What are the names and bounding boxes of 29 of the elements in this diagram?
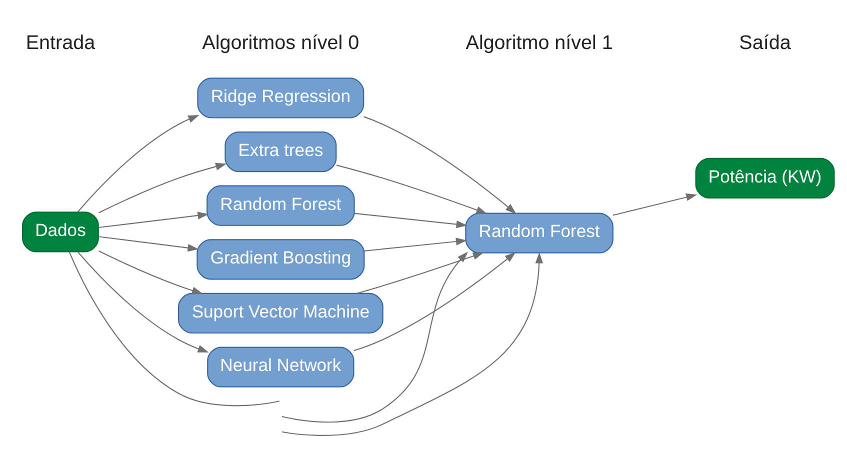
node-box: Ridge Regression [196,77,364,118]
arrow [364,237,466,251]
node-box: Potência (KW) [694,157,834,198]
label: Saída [738,31,790,54]
node-box: Gradient Boosting [196,238,364,280]
label: Algoritmo nível 1 [465,31,612,54]
arrow [353,252,516,351]
node-box: Random Forest [464,212,613,253]
arrow [77,251,208,352]
arrow [356,252,484,294]
arrow [98,250,202,294]
connector [68,251,279,406]
node-box: Neural Network [206,346,354,387]
arrow [336,164,487,214]
node-box: Suport Vector Machine [177,292,383,334]
node-box: Dados [22,211,98,252]
node-box: Random Forest [206,184,354,226]
arrow [363,116,516,214]
node-box: Extra trees [224,130,336,172]
arrow [612,192,697,216]
arrow [354,212,467,228]
arrow [281,252,542,436]
arrow [98,162,226,213]
label: Algoritmos nível 0 [202,31,359,54]
arrow [98,236,198,252]
arrow [281,251,468,422]
arrow [76,114,199,212]
label: Entrada [25,31,95,54]
arrow [98,211,208,228]
